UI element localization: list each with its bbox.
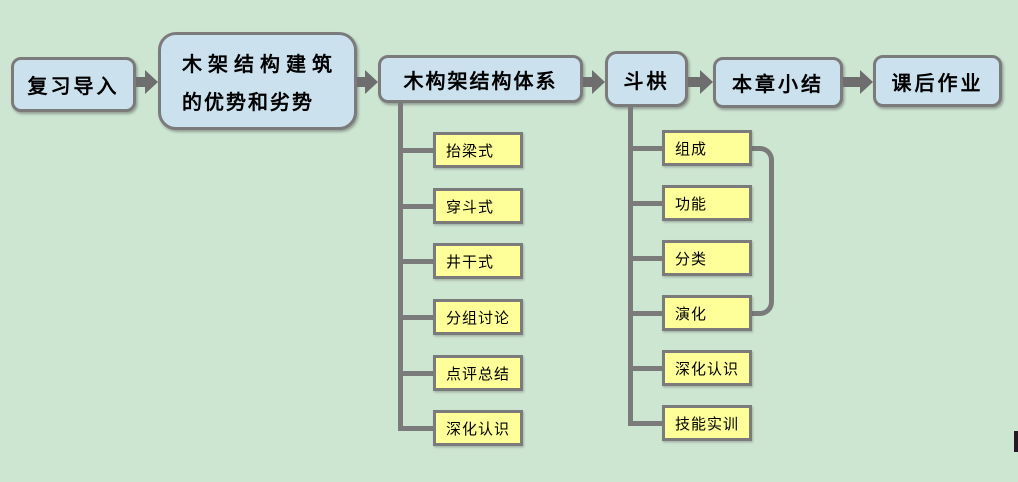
arrow-head xyxy=(700,70,713,94)
connector-branch xyxy=(628,146,664,151)
branch-item-label: 井干式 xyxy=(446,254,495,271)
branch-item-label: 穿斗式 xyxy=(446,199,495,216)
connector-branch xyxy=(398,204,436,209)
flow-node-dougong: 斗栱 xyxy=(605,51,688,107)
branch-item-chuandou: 穿斗式 xyxy=(433,188,523,224)
edge-mark xyxy=(1014,431,1018,452)
flow-node-advantages: 木架结构建筑 的优势和劣势 xyxy=(158,32,357,130)
connector-branch xyxy=(398,371,436,376)
bracket-connector-composition-to-evolution xyxy=(752,146,774,316)
flow-node-homework: 课后作业 xyxy=(873,55,1002,107)
connector-branch xyxy=(628,256,664,261)
branch-item-deepen-understanding-2: 深化认识 xyxy=(662,350,752,386)
arrow-shaft xyxy=(357,77,367,87)
connector-branch xyxy=(398,148,436,153)
connector-vertical-dougong xyxy=(628,105,633,425)
branch-item-label: 分类 xyxy=(675,251,708,268)
branch-item-review-summary: 点评总结 xyxy=(433,355,523,391)
flow-node-dougong-label: 斗栱 xyxy=(623,70,670,93)
connector-branch xyxy=(628,366,664,371)
branch-item-label: 点评总结 xyxy=(446,366,511,383)
branch-item-deepen-understanding: 深化认识 xyxy=(433,410,523,446)
arrow-shaft xyxy=(136,77,147,87)
flow-node-timber-frame-system: 木构架结构体系 xyxy=(378,55,583,103)
arrow-head xyxy=(860,70,873,94)
branch-item-label: 组成 xyxy=(675,141,708,158)
branch-item-label: 技能实训 xyxy=(675,416,740,433)
flow-arrow-icon xyxy=(136,70,158,94)
branch-item-tailiang: 抬梁式 xyxy=(433,132,523,168)
flow-node-advantages-line1: 木架结构建筑 xyxy=(182,53,338,76)
connector-vertical-timber xyxy=(398,101,403,430)
branch-item-group-discussion: 分组讨论 xyxy=(433,299,523,335)
arrow-head xyxy=(145,70,158,94)
branch-item-jinggan: 井干式 xyxy=(433,243,523,279)
flow-node-timber-frame-system-label: 木构架结构体系 xyxy=(403,70,558,93)
branch-item-label: 演化 xyxy=(675,306,708,323)
connector-branch xyxy=(398,426,436,431)
branch-item-skill-training: 技能实训 xyxy=(662,405,752,441)
flow-node-review: 复习导入 xyxy=(11,57,136,112)
branch-item-composition: 组成 xyxy=(662,130,752,166)
branch-item-function: 功能 xyxy=(662,185,752,221)
flow-node-chapter-summary: 本章小结 xyxy=(713,57,843,108)
connector-branch xyxy=(628,311,664,316)
flow-arrow-icon xyxy=(843,70,873,94)
flow-arrow-icon xyxy=(688,70,713,94)
flow-node-advantages-line2: 的优势和劣势 xyxy=(182,91,314,114)
flow-node-chapter-summary-label: 本章小结 xyxy=(732,74,824,96)
arrow-head xyxy=(592,70,605,94)
branch-item-label: 分组讨论 xyxy=(446,310,511,327)
branch-item-classification: 分类 xyxy=(662,240,752,276)
branch-item-label: 功能 xyxy=(675,196,708,213)
flow-arrow-icon xyxy=(357,70,378,94)
flow-node-review-label: 复习导入 xyxy=(27,76,120,98)
branch-item-label: 深化认识 xyxy=(446,421,511,438)
flow-arrow-icon xyxy=(583,70,605,94)
arrow-shaft xyxy=(583,77,594,87)
connector-branch xyxy=(628,201,664,206)
arrow-shaft xyxy=(843,77,862,87)
arrow-head xyxy=(365,70,378,94)
connector-branch xyxy=(398,259,436,264)
branch-item-label: 深化认识 xyxy=(675,361,740,378)
arrow-shaft xyxy=(688,77,702,87)
branch-item-evolution: 演化 xyxy=(662,295,752,331)
connector-branch xyxy=(628,421,664,426)
flow-node-homework-label: 课后作业 xyxy=(891,72,984,95)
branch-item-label: 抬梁式 xyxy=(446,143,495,160)
connector-branch xyxy=(398,315,436,320)
